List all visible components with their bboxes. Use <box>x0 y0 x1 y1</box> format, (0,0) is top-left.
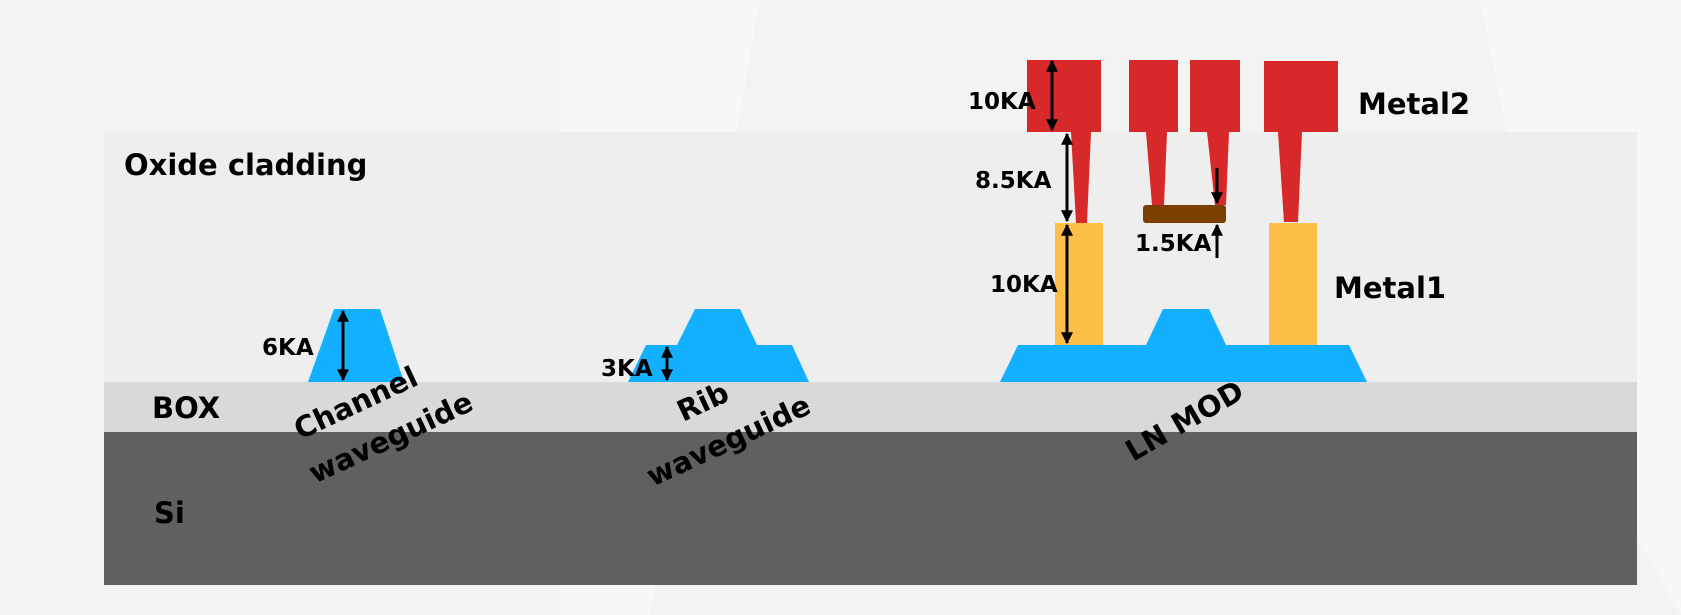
box-layer <box>104 382 1637 432</box>
metal2-label: Metal2 <box>1358 87 1470 121</box>
box-label: BOX <box>152 391 220 425</box>
metal2-pad <box>1190 60 1240 132</box>
rib-waveguide-ridge <box>677 309 757 345</box>
ln-mod-slab <box>1000 345 1367 382</box>
metal1-left-pillar <box>1055 223 1103 345</box>
si-substrate-layer <box>104 432 1637 585</box>
via-height-label: 8.5KA <box>975 168 1052 194</box>
heater-strip <box>1143 205 1226 223</box>
via-right <box>1278 132 1302 222</box>
metal1-thickness-label: 10KA <box>990 272 1058 298</box>
via-left <box>1071 132 1091 223</box>
via-heater-left <box>1146 132 1167 205</box>
oxide-cladding-label: Oxide cladding <box>124 148 367 182</box>
metal2-pad <box>1027 60 1101 132</box>
ln-mod-ridge <box>1146 309 1226 345</box>
metal2-thickness-label: 10KA <box>968 89 1036 115</box>
heater-thickness-label: 1.5KA <box>1135 231 1212 257</box>
channel-thickness-label: 6KA <box>262 335 314 361</box>
metal2-pad <box>1264 61 1338 132</box>
channel-waveguide <box>308 309 404 382</box>
rib-thickness-label: 3KA <box>601 356 653 382</box>
metal2-pad <box>1129 60 1178 132</box>
metal1-label: Metal1 <box>1334 271 1446 305</box>
metal1-right-pillar <box>1269 223 1317 345</box>
si-label: Si <box>154 496 185 530</box>
rib-waveguide-slab <box>628 345 809 382</box>
